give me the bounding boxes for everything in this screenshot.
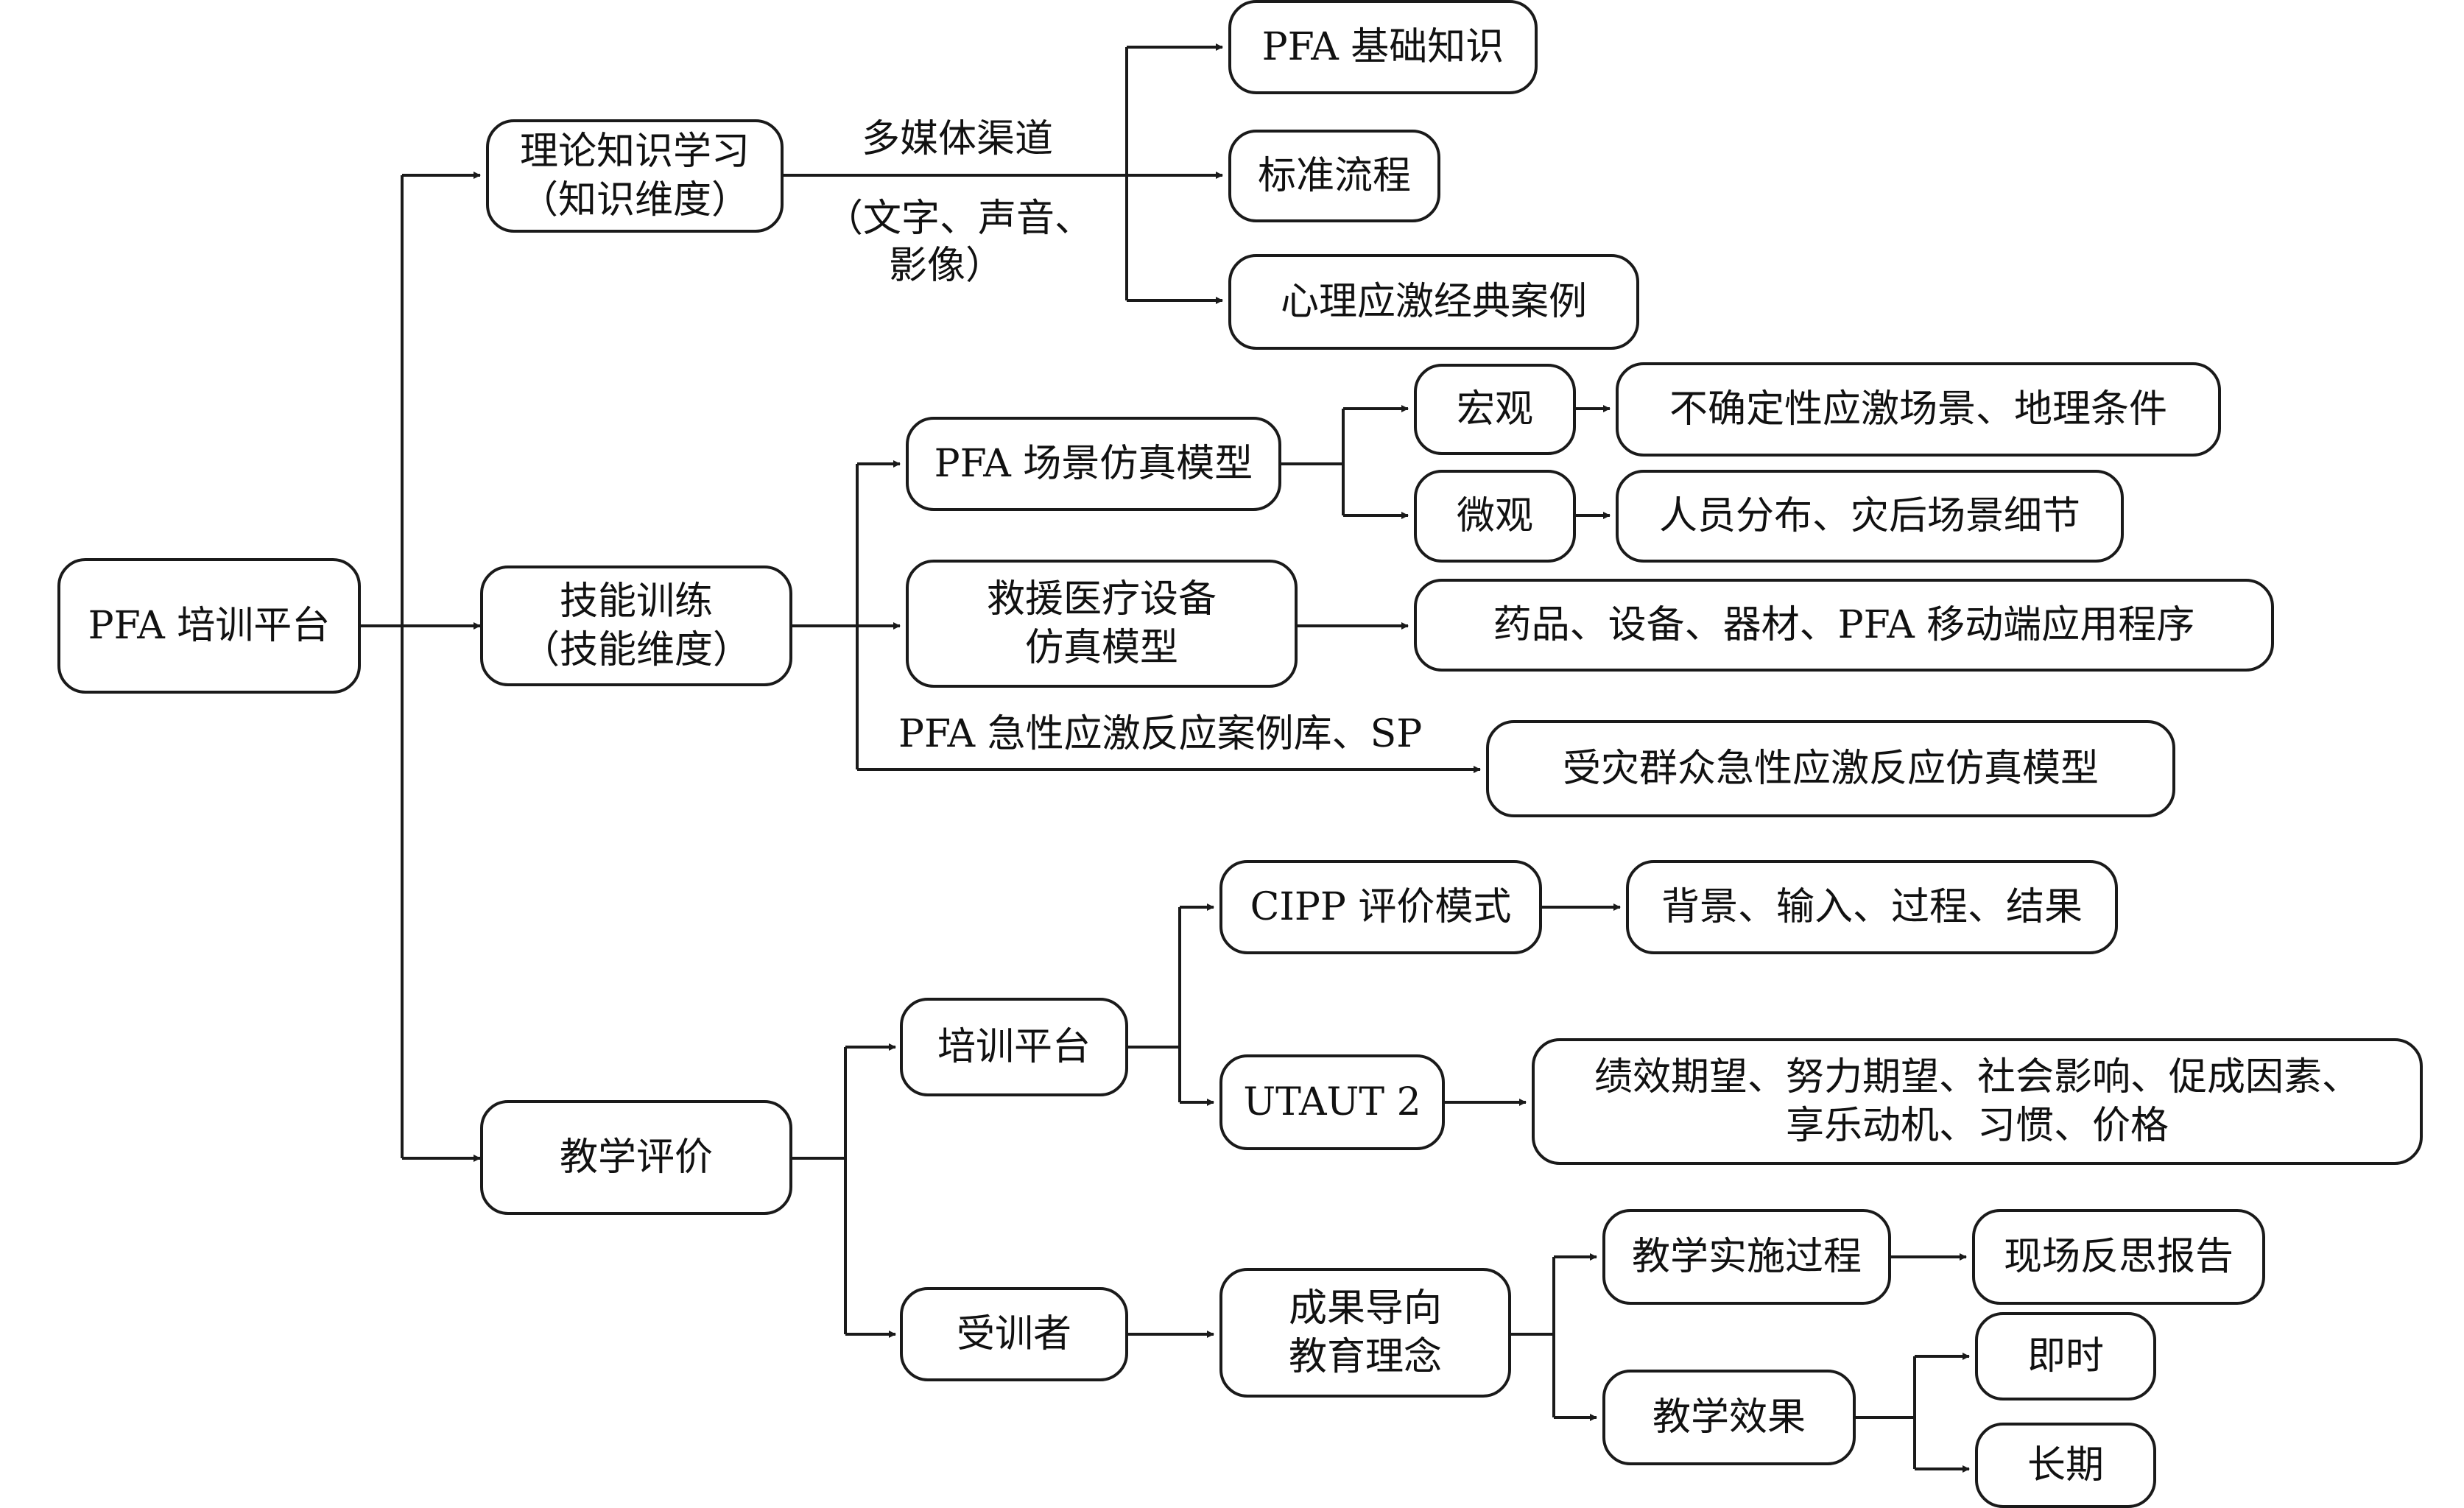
theory-node: 理论知识学习 （知识维度） <box>486 119 784 233</box>
micro-label: 微观 <box>1456 494 1533 538</box>
equip-model-line2: 仿真模型 <box>1024 626 1178 670</box>
trainee-node: 受训者 <box>900 1287 1128 1381</box>
root-label: PFA 培训平台 <box>88 604 331 648</box>
platform-node: 培训平台 <box>900 998 1128 1096</box>
process-node: 教学实施过程 <box>1602 1209 1891 1305</box>
equip-model-node: 救援医疗设备 仿真模型 <box>906 560 1298 688</box>
trainee-label: 受训者 <box>956 1312 1071 1356</box>
cipp-detail-node: 背景、输入、过程、结果 <box>1626 860 2118 954</box>
macro-label: 宏观 <box>1456 387 1533 431</box>
media-channel-label: 多媒体渠道 <box>861 117 1053 161</box>
classic-cases-label: 心理应激经典案例 <box>1280 280 1587 324</box>
immediate-node: 即时 <box>1975 1312 2156 1400</box>
pfa-basics-node: PFA 基础知识 <box>1228 0 1538 94</box>
theory-subtitle: （知识维度） <box>519 178 750 222</box>
skill-subtitle: （技能维度） <box>521 628 751 672</box>
process-label: 教学实施过程 <box>1631 1235 1862 1279</box>
equip-model-line1: 救援医疗设备 <box>986 577 1217 621</box>
utaut-detail-line2: 享乐动机、习惯、价格 <box>1785 1104 2169 1148</box>
macro-node: 宏观 <box>1414 364 1576 455</box>
scene-model-node: PFA 场景仿真模型 <box>906 417 1281 511</box>
obe-node: 成果导向 教育理念 <box>1219 1268 1511 1398</box>
utaut-node: UTAUT 2 <box>1219 1054 1445 1150</box>
skill-node: 技能训练 （技能维度） <box>480 566 792 686</box>
micro-detail-label: 人员分布、灾后场景细节 <box>1658 494 2080 538</box>
victim-model-node: 受灾群众急性应激反应仿真模型 <box>1486 720 2175 817</box>
equip-detail-label: 药品、设备、器材、PFA 移动端应用程序 <box>1493 603 2195 647</box>
platform-label: 培训平台 <box>937 1025 1091 1069</box>
eval-node: 教学评价 <box>480 1100 792 1215</box>
cipp-detail-label: 背景、输入、过程、结果 <box>1661 885 2083 929</box>
standard-process-label: 标准流程 <box>1257 154 1411 198</box>
pfa-basics-label: PFA 基础知识 <box>1261 25 1504 69</box>
macro-detail-label: 不确定性应激场景、地理条件 <box>1669 387 2167 431</box>
case-library-label: PFA 急性应激反应案例库、SP <box>898 712 1423 756</box>
effect-label: 教学效果 <box>1652 1395 1806 1440</box>
macro-detail-node: 不确定性应激场景、地理条件 <box>1616 362 2221 457</box>
victim-model-label: 受灾群众急性应激反应仿真模型 <box>1562 747 2099 791</box>
media-detail-line2: 影像） <box>888 244 1004 288</box>
standard-process-node: 标准流程 <box>1228 130 1440 222</box>
immediate-label: 即时 <box>2027 1334 2104 1378</box>
theory-title: 理论知识学习 <box>519 130 750 174</box>
cipp-node: CIPP 评价模式 <box>1219 860 1542 954</box>
effect-node: 教学效果 <box>1602 1370 1856 1465</box>
obe-line2: 教育理念 <box>1288 1335 1442 1379</box>
equip-detail-node: 药品、设备、器材、PFA 移动端应用程序 <box>1414 579 2274 672</box>
scene-model-label: PFA 场景仿真模型 <box>934 442 1253 486</box>
skill-title: 技能训练 <box>559 579 713 624</box>
reflect-label: 现场反思报告 <box>2003 1235 2234 1279</box>
classic-cases-node: 心理应激经典案例 <box>1228 254 1639 350</box>
utaut-detail-line1: 绩效期望、努力期望、社会影响、促成因素、 <box>1594 1055 2360 1099</box>
media-detail-line1: （文字、声音、 <box>825 197 1094 241</box>
obe-line1: 成果导向 <box>1288 1286 1442 1331</box>
reflect-node: 现场反思报告 <box>1972 1209 2265 1305</box>
micro-detail-node: 人员分布、灾后场景细节 <box>1616 470 2124 563</box>
long-term-node: 长期 <box>1975 1423 2156 1508</box>
eval-label: 教学评价 <box>559 1135 713 1180</box>
cipp-label: CIPP 评价模式 <box>1250 885 1512 929</box>
root-node: PFA 培训平台 <box>57 558 361 694</box>
micro-node: 微观 <box>1414 470 1576 563</box>
long-term-label: 长期 <box>2027 1443 2104 1487</box>
utaut-detail-node: 绩效期望、努力期望、社会影响、促成因素、 享乐动机、习惯、价格 <box>1532 1038 2423 1165</box>
utaut-label: UTAUT 2 <box>1243 1080 1421 1124</box>
